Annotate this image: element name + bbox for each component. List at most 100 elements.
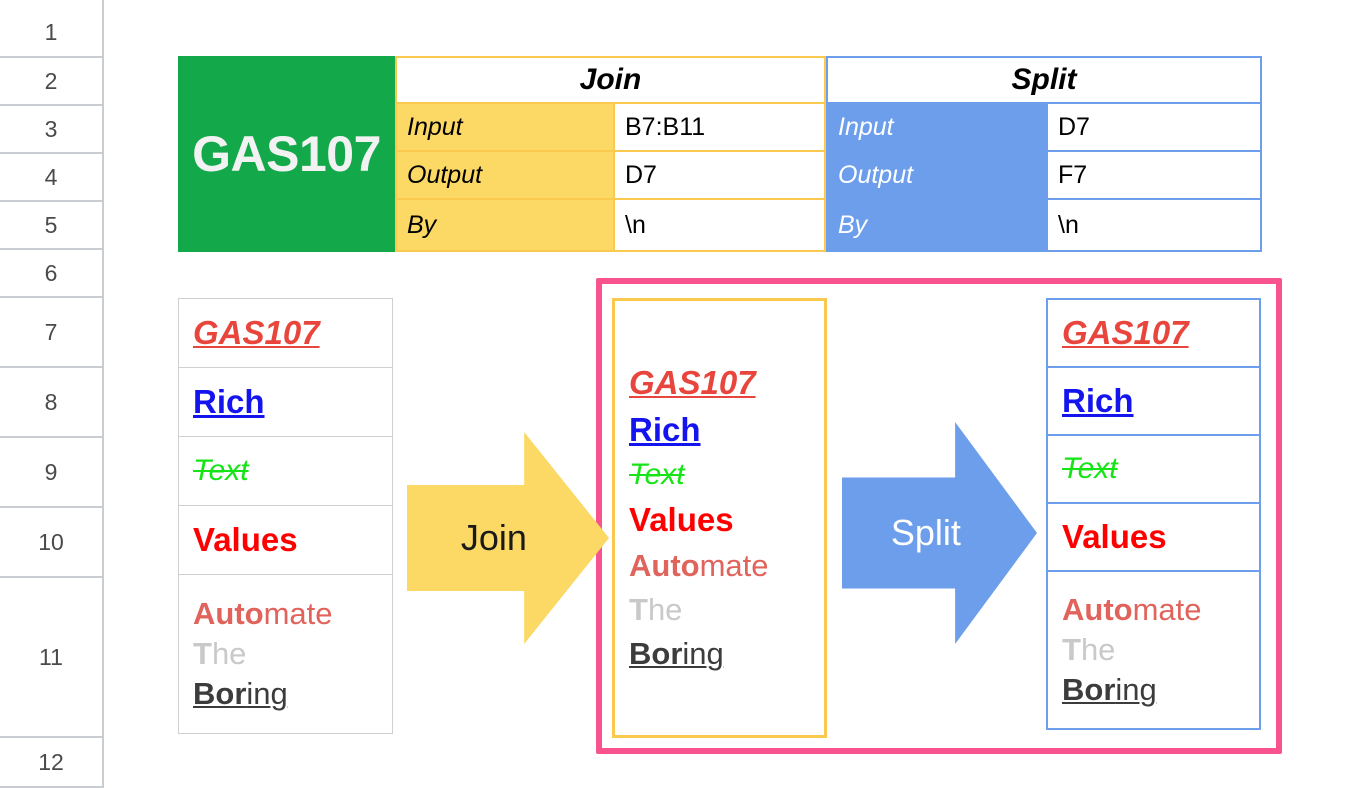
row-number-4[interactable]: 4 [0, 154, 102, 202]
brand-block: GAS107 [178, 56, 395, 252]
arrow-shape-icon: Split [842, 422, 1037, 644]
cell-text-gas107: GAS107 [193, 313, 320, 351]
line-automate: Automate [193, 594, 333, 634]
config-section-split: Split Input D7 Output F7 By \n [826, 56, 1262, 252]
boring-regular-part: ing [246, 675, 288, 711]
config-key-output: Output [826, 152, 1046, 200]
config-value-input[interactable]: D7 [1046, 104, 1262, 152]
line-automate: Automate [1062, 590, 1202, 630]
cell-text-gas107: GAS107 [1062, 313, 1189, 351]
joined-line-values: Values [629, 500, 734, 538]
config-row: Input D7 [826, 104, 1262, 152]
the-regular-part: he [211, 636, 247, 672]
config-key-by: By [826, 200, 1046, 252]
joined-cell-lines: GAS107 Rich Text Values Automate The Bor… [629, 360, 810, 675]
config-row: By \n [395, 200, 826, 252]
gutter-divider [102, 0, 104, 788]
split-arrow: Split [842, 422, 1037, 644]
line-the: The [1062, 630, 1202, 670]
line-the: The [193, 634, 333, 674]
row-number-9[interactable]: 9 [0, 438, 102, 508]
row-number-7[interactable]: 7 [0, 298, 102, 368]
config-value-output[interactable]: D7 [613, 152, 826, 200]
config-row: Input B7:B11 [395, 104, 826, 152]
row-number-11[interactable]: 11 [0, 578, 102, 738]
boring-regular-part: ing [682, 635, 724, 671]
table-row[interactable]: Text [178, 436, 393, 506]
config-value-by[interactable]: \n [613, 200, 826, 252]
config-title-join: Join [395, 56, 826, 104]
joined-cell[interactable]: GAS107 Rich Text Values Automate The Bor… [612, 298, 827, 738]
config-value-output[interactable]: F7 [1046, 152, 1262, 200]
config-rows-split: Input D7 Output F7 By \n [826, 104, 1262, 252]
config-value-by[interactable]: \n [1046, 200, 1262, 252]
table-row[interactable]: Values [178, 505, 393, 575]
line-boring: Boring [193, 674, 333, 714]
table-row[interactable]: Text [1046, 434, 1261, 504]
cell-text-rich: Rich [193, 382, 265, 420]
joined-line-boring: Boring [629, 632, 810, 676]
row-number-6[interactable]: 6 [0, 250, 102, 298]
the-bold-part: T [629, 591, 648, 627]
config-title-split: Split [826, 56, 1262, 104]
cell-text-values: Values [193, 520, 298, 558]
table-row[interactable]: Rich [178, 367, 393, 437]
cell-text-text: Text [1062, 451, 1118, 485]
boring-bold-part: Bor [1062, 671, 1116, 707]
table-row[interactable]: GAS107 [178, 298, 393, 368]
arrow-shape-icon: Join [407, 432, 609, 644]
row-number-12[interactable]: 12 [0, 738, 102, 788]
table-row[interactable]: GAS107 [1046, 298, 1261, 368]
config-key-by: By [395, 200, 613, 252]
row-number-5[interactable]: 5 [0, 202, 102, 250]
table-row[interactable]: Automate The Boring [178, 574, 393, 734]
boring-bold-part: Bor [629, 635, 683, 671]
cell-text-values: Values [1062, 517, 1167, 555]
row-number-8[interactable]: 8 [0, 368, 102, 438]
join-arrow-label: Join [460, 517, 527, 558]
joined-line-automate: Automate [629, 544, 810, 588]
table-row[interactable]: Automate The Boring [1046, 570, 1261, 730]
row-number-10[interactable]: 10 [0, 508, 102, 578]
cell-text-text: Text [193, 453, 249, 487]
line-boring: Boring [1062, 670, 1202, 710]
config-key-input: Input [826, 104, 1046, 152]
boring-regular-part: ing [1115, 671, 1157, 707]
joined-line-rich: Rich [629, 411, 701, 449]
result-column: GAS107 Rich Text Values Automate The Bor… [1046, 298, 1261, 730]
brand-label: GAS107 [192, 126, 381, 182]
split-arrow-label: Split [890, 512, 961, 553]
row-number-2[interactable]: 2 [0, 58, 102, 106]
row-number-1[interactable]: 1 [0, 8, 102, 58]
cell-text-multiline: Automate The Boring [193, 594, 333, 713]
the-regular-part: he [647, 591, 683, 627]
joined-line-text: Text [629, 458, 685, 492]
source-column: GAS107 Rich Text Values Automate The Bor… [178, 298, 393, 734]
config-row: Output F7 [826, 152, 1262, 200]
table-row[interactable]: Rich [1046, 366, 1261, 436]
config-row: Output D7 [395, 152, 826, 200]
row-number-3[interactable]: 3 [0, 106, 102, 154]
automate-bold-part: Auto [629, 547, 700, 583]
config-value-input[interactable]: B7:B11 [613, 104, 826, 152]
table-row[interactable]: Values [1046, 502, 1261, 572]
config-row: By \n [826, 200, 1262, 252]
joined-line-the: The [629, 588, 810, 632]
join-arrow: Join [407, 432, 609, 644]
automate-regular-part: mate [263, 596, 333, 632]
highlight-frame [596, 278, 1282, 754]
joined-column: GAS107 Rich Text Values Automate The Bor… [612, 298, 827, 738]
joined-line-gas107: GAS107 [629, 364, 756, 402]
cell-text-rich: Rich [1062, 381, 1134, 419]
config-rows-join: Input B7:B11 Output D7 By \n [395, 104, 826, 252]
boring-bold-part: Bor [193, 675, 247, 711]
config-table: GAS107 Join Input B7:B11 Output D7 By \n [178, 56, 1262, 252]
the-bold-part: T [193, 636, 212, 672]
config-key-output: Output [395, 152, 613, 200]
automate-regular-part: mate [699, 547, 769, 583]
the-bold-part: T [1062, 632, 1081, 668]
automate-bold-part: Auto [1062, 592, 1133, 628]
automate-bold-part: Auto [193, 596, 264, 632]
cell-text-multiline: Automate The Boring [1062, 590, 1202, 709]
